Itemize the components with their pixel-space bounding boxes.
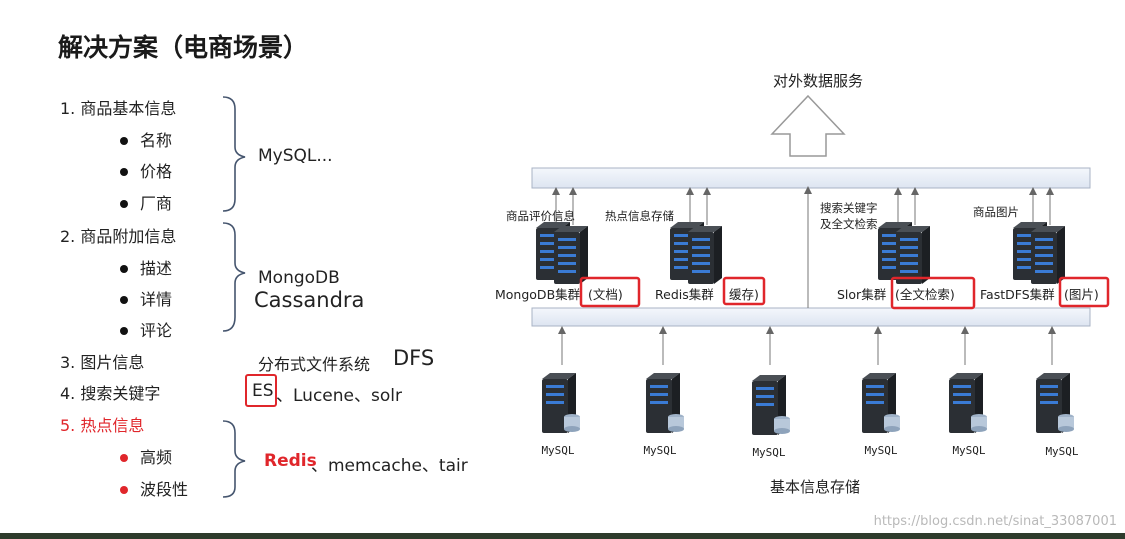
tech-mysql: MySQL... bbox=[258, 146, 333, 166]
brace-3 bbox=[222, 420, 246, 498]
cluster-name-fastdfs: FastDFS集群 bbox=[980, 287, 1055, 302]
cluster-label-fastdfs: 商品图片 bbox=[973, 205, 1019, 219]
cluster-tag-fastdfs: (图片) bbox=[1064, 287, 1099, 302]
sub-item: 描述 bbox=[120, 255, 172, 279]
cluster-servers-fastdfs bbox=[1013, 222, 1065, 284]
list-item-3: 3. 图片信息 bbox=[60, 353, 145, 372]
cluster-servers-mongodb bbox=[536, 222, 588, 284]
list-item-2: 2. 商品附加信息 bbox=[60, 227, 177, 246]
mysql-label-5: MySQL bbox=[952, 444, 985, 457]
mysql-server-4 bbox=[862, 373, 900, 433]
cluster-tag-redis: 缓存) bbox=[729, 287, 759, 302]
mysql-label-6: MySQL bbox=[1045, 445, 1078, 458]
sub-item: 详情 bbox=[120, 286, 172, 310]
sub-item: 高频 bbox=[120, 444, 172, 468]
mysql-server-6 bbox=[1036, 373, 1074, 433]
bullet-icon bbox=[120, 485, 128, 494]
cluster-tag-mongodb: (文档) bbox=[588, 287, 623, 302]
cluster-tag-solr: (全文检索) bbox=[895, 287, 955, 302]
tech-es: ES bbox=[252, 381, 274, 401]
bullet-icon bbox=[120, 199, 128, 208]
sub-item: 价格 bbox=[120, 158, 172, 182]
tech-search-rest: 、Lucene、solr bbox=[276, 386, 402, 406]
tech-dfs: DFS bbox=[393, 346, 435, 370]
bullet-icon bbox=[120, 326, 128, 335]
bullet-icon bbox=[120, 453, 128, 462]
tech-cache-rest: 、memcache、tair bbox=[311, 456, 468, 476]
cluster-label-mongodb: 商品评价信息 bbox=[506, 209, 575, 223]
brace-group bbox=[222, 96, 246, 498]
brace-2 bbox=[222, 222, 246, 332]
architecture-diagram: 对外数据服务 商品评价信息 热点信息存储 搜索关键字 及全文检索 商品图片 Mo… bbox=[495, 72, 1110, 496]
highlight-box-solr bbox=[890, 276, 976, 310]
tech-dfs-label: 分布式文件系统 bbox=[258, 355, 371, 374]
mysql-label-2: MySQL bbox=[643, 444, 676, 457]
page-title: 解决方案（电商场景） bbox=[58, 33, 309, 62]
bullet-icon bbox=[120, 167, 128, 176]
storage-bar bbox=[531, 307, 1091, 327]
mysql-label-3: MySQL bbox=[752, 446, 785, 459]
tech-cassandra: Cassandra bbox=[254, 288, 365, 312]
cluster-label-solr-2: 及全文检索 bbox=[820, 217, 878, 231]
bottom-bar bbox=[0, 533, 1125, 539]
top-label: 对外数据服务 bbox=[773, 72, 863, 90]
bottom-label: 基本信息存储 bbox=[770, 478, 860, 496]
highlight-box-redis bbox=[722, 276, 766, 306]
output-arrow bbox=[770, 94, 846, 157]
list-item-4: 4. 搜索关键字 bbox=[60, 384, 161, 403]
tech-mongodb: MongoDB bbox=[258, 268, 340, 288]
mysql-server-2 bbox=[646, 373, 684, 433]
mysql-server-3 bbox=[752, 375, 790, 435]
mysql-server-5 bbox=[949, 373, 987, 433]
bullet-icon bbox=[120, 136, 128, 145]
sub-item: 厂商 bbox=[120, 190, 172, 214]
highlight-box-mongodb bbox=[579, 276, 641, 308]
sub-item: 名称 bbox=[120, 127, 172, 151]
cluster-name-solr: Slor集群 bbox=[837, 287, 887, 302]
service-bar bbox=[531, 167, 1091, 189]
bullet-icon bbox=[120, 295, 128, 304]
brace-1 bbox=[222, 96, 246, 212]
highlight-box-es bbox=[245, 374, 277, 407]
watermark: https://blog.csdn.net/sinat_33087001 bbox=[873, 514, 1117, 529]
mysql-label-1: MySQL bbox=[541, 444, 574, 457]
bullet-icon bbox=[120, 264, 128, 273]
mysql-links bbox=[558, 326, 1056, 365]
cluster-links bbox=[552, 187, 1054, 225]
list-item-5: 5. 热点信息 bbox=[60, 416, 145, 435]
cluster-name-mongodb: MongoDB集群 bbox=[495, 287, 581, 302]
sub-item: 波段性 bbox=[120, 476, 188, 500]
cluster-servers-redis bbox=[670, 222, 722, 284]
cluster-servers-solr bbox=[878, 222, 930, 284]
highlight-box-fastdfs bbox=[1058, 276, 1110, 308]
mysql-label-4: MySQL bbox=[864, 444, 897, 457]
cluster-label-solr-1: 搜索关键字 bbox=[820, 201, 878, 215]
sub-item: 评论 bbox=[120, 317, 172, 341]
list-item-1: 1. 商品基本信息 bbox=[60, 99, 177, 118]
tech-redis: Redis bbox=[264, 451, 317, 471]
mysql-server-1 bbox=[542, 373, 580, 433]
cluster-label-redis: 热点信息存储 bbox=[605, 209, 674, 223]
cluster-name-redis: Redis集群 bbox=[655, 287, 714, 302]
